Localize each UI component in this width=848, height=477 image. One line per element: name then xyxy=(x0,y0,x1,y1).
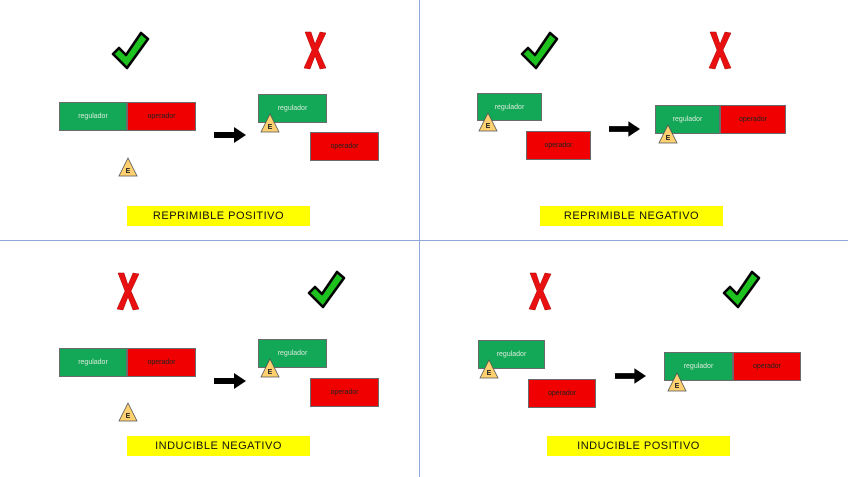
arrow-right-icon xyxy=(214,127,246,143)
vertical-divider xyxy=(419,0,420,477)
operator-box: operador xyxy=(127,348,196,377)
arrow-right-icon xyxy=(214,373,246,389)
effector-label: E xyxy=(666,135,671,142)
operator-box: operador xyxy=(127,102,196,131)
effector-triangle-icon: E xyxy=(667,372,687,392)
effector-triangle-icon: E xyxy=(479,359,499,379)
effector-label: E xyxy=(126,168,131,175)
effector-label: E xyxy=(268,369,273,376)
cross-icon xyxy=(116,272,140,311)
check-icon xyxy=(111,31,150,70)
operator-box: operador xyxy=(720,105,786,134)
effector-triangle-icon: E xyxy=(260,358,280,378)
operator-box: operador xyxy=(528,379,596,408)
cross-icon xyxy=(303,31,327,70)
regulator-operator-complex: regulador operador xyxy=(59,102,196,131)
regulator-operator-complex: regulador operador xyxy=(59,348,196,377)
arrow-right-icon xyxy=(609,121,640,137)
check-icon xyxy=(520,31,559,70)
effector-triangle-icon: E xyxy=(118,402,138,422)
regulator-box: regulador xyxy=(59,348,127,377)
effector-triangle-icon: E xyxy=(260,113,280,133)
operator-box: operador xyxy=(310,378,379,407)
effector-triangle-icon: E xyxy=(658,124,678,144)
regulator-box: regulador xyxy=(59,102,127,131)
caption-label: INDUCIBLE POSITIVO xyxy=(547,436,730,456)
caption-label: INDUCIBLE NEGATIVO xyxy=(127,436,310,456)
effector-triangle-icon: E xyxy=(478,112,498,132)
operator-box: operador xyxy=(526,131,591,160)
cross-icon xyxy=(708,31,732,70)
operator-box: operador xyxy=(310,132,379,161)
horizontal-divider xyxy=(0,240,848,241)
operator-box: operador xyxy=(733,352,801,381)
caption-label: REPRIMIBLE NEGATIVO xyxy=(540,206,723,226)
check-icon xyxy=(307,270,346,309)
effector-label: E xyxy=(675,383,680,390)
effector-label: E xyxy=(486,123,491,130)
check-icon xyxy=(722,270,761,309)
effector-triangle-icon: E xyxy=(118,157,138,177)
effector-label: E xyxy=(268,124,273,131)
effector-label: E xyxy=(487,370,492,377)
effector-label: E xyxy=(126,413,131,420)
cross-icon xyxy=(528,272,552,311)
caption-label: REPRIMIBLE POSITIVO xyxy=(127,206,310,226)
arrow-right-icon xyxy=(615,368,646,384)
